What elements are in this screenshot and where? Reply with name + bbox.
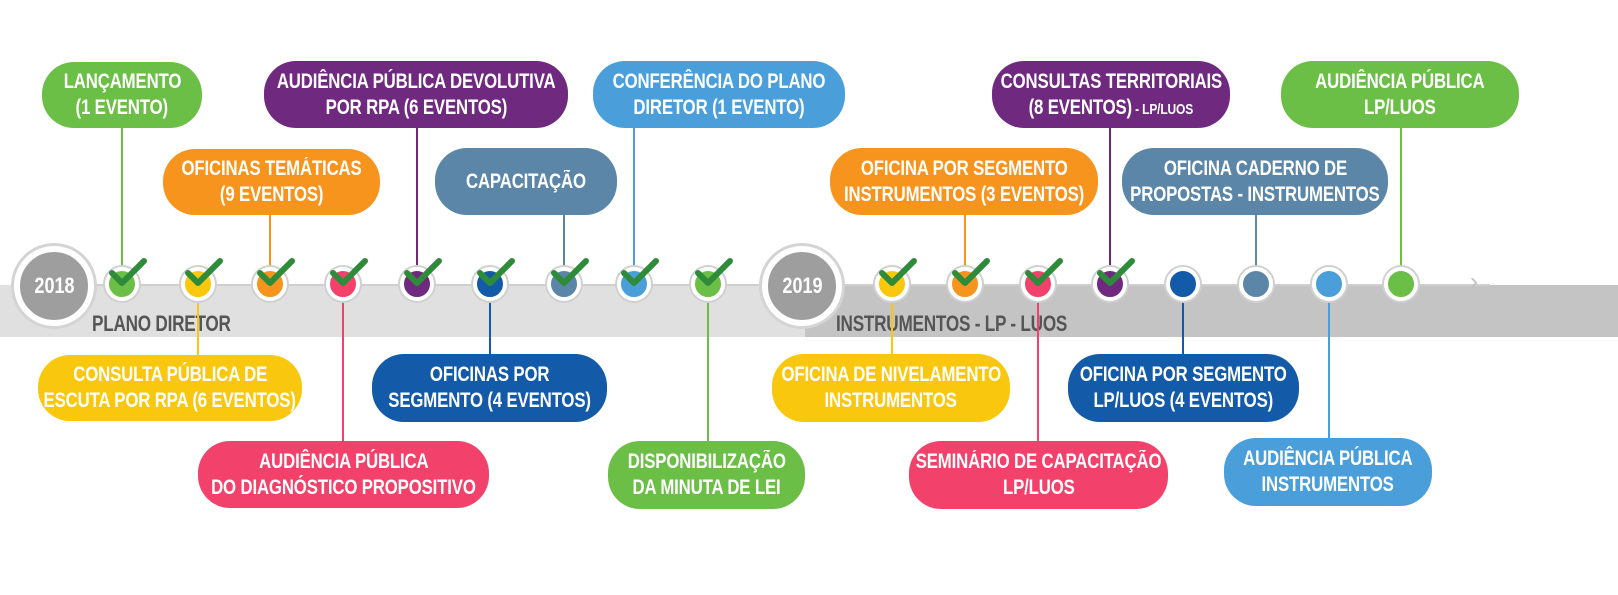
event-label-line: AUDIÊNCIA PÚBLICA DEVOLUTIVA (276, 69, 556, 93)
event-label-line: PROPOSTAS - INSTRUMENTOS (1130, 182, 1380, 206)
event-label-line: DO DIAGNÓSTICO PROPOSITIVO (211, 475, 476, 499)
checkmark-icon (108, 256, 148, 288)
event-label-line: SEMINÁRIO DE CAPACITAÇÃO (915, 450, 1162, 474)
event-connector (1109, 128, 1111, 284)
year-badge-2019: 2019 (762, 246, 842, 326)
event-label-line: INSTRUMENTOS (1261, 473, 1395, 496)
event-label-line: INSTRUMENTOS (3 EVENTOS) (843, 182, 1085, 206)
event-connector (1037, 284, 1039, 441)
checkmark-icon (256, 256, 296, 288)
event-label-line: POR RPA (6 EVENTOS) (325, 95, 507, 119)
event-label-line: AUDIÊNCIA PÚBLICA (1315, 69, 1485, 93)
event-label-line: DIRETOR (1 EVENTO) (633, 95, 805, 119)
event-label-line: (8 EVENTOS) - LP/LUOS (1028, 95, 1194, 119)
event-node (1239, 267, 1273, 301)
event-label-line: DISPONIBILIZAÇÃO (627, 450, 786, 474)
event-label-line: CONSULTAS TERRITORIAIS (1000, 69, 1222, 93)
checkmark-icon (184, 256, 224, 288)
event-label-line: LP/LUOS (4 EVENTOS) (1093, 389, 1274, 412)
event-connector (342, 284, 344, 441)
timeline-axis (20, 284, 1490, 286)
timeline-arrow-icon: › (1470, 268, 1478, 295)
event-connector (489, 284, 491, 354)
checkmark-icon (329, 256, 369, 288)
event-label-line: CAPACITAÇÃO (466, 169, 586, 193)
event-label-line: CONSULTA PÚBLICA DE (73, 363, 267, 387)
event-label-line: LP/LUOS (1364, 95, 1436, 119)
event-connector (1328, 284, 1330, 438)
event-connector (891, 284, 893, 354)
event-label-box: CONSULTAS TERRITORIAIS(8 EVENTOS) - LP/L… (992, 61, 1230, 128)
event-label-line: AUDIÊNCIA PÚBLICA (258, 449, 429, 473)
event-label-line: AUDIÊNCIA PÚBLICA (1243, 447, 1413, 471)
checkmark-icon (1096, 256, 1136, 288)
event-connector (964, 215, 966, 284)
event-connector (707, 284, 709, 441)
event-connector (1182, 284, 1184, 354)
checkmark-icon (694, 256, 734, 288)
phase-label-plano-diretor: PLANO DIRETOR (92, 311, 231, 336)
year-badge-2018: 2018 (14, 246, 94, 326)
event-label-box: LANÇAMENTO(1 EVENTO) (42, 62, 202, 128)
event-connector (1255, 215, 1257, 284)
checkmark-icon (878, 256, 918, 288)
event-node (1384, 267, 1418, 301)
event-label-line: CONFERÊNCIA DO PLANO (612, 69, 826, 93)
checkmark-icon (1024, 256, 1064, 288)
event-label-line: (9 EVENTOS) (219, 183, 324, 206)
event-connector (269, 215, 271, 284)
event-label-line: ESCUTA POR RPA (6 EVENTOS) (43, 389, 297, 412)
event-connector (416, 128, 418, 284)
event-node (1312, 267, 1346, 301)
event-label-line: SEGMENTO (4 EVENTOS) (388, 389, 591, 412)
event-connector (1400, 128, 1402, 284)
event-label-line: OFICINA POR SEGMENTO (860, 156, 1068, 180)
event-node (1166, 267, 1200, 301)
event-connector (563, 215, 565, 284)
event-connector (633, 128, 635, 284)
event-label-box: CAPACITAÇÃO (435, 148, 617, 215)
event-label-line: OFICINA POR SEGMENTO (1080, 363, 1287, 387)
event-label-line: (1 EVENTO) (75, 96, 169, 119)
phase-band-instrumentos (805, 285, 1618, 337)
event-label-line: OFICINAS POR (429, 363, 550, 387)
event-label-line: OFICINA DE NIVELAMENTO (781, 363, 1001, 387)
checkmark-icon (620, 256, 660, 288)
checkmark-icon (403, 256, 443, 288)
event-label-line: DA MINUTA DE LEI (632, 476, 781, 499)
event-label-box: OFICINAS TEMÁTICAS(9 EVENTOS) (163, 149, 380, 215)
event-connector (197, 284, 199, 355)
event-label-line: OFICINAS TEMÁTICAS (181, 157, 362, 181)
event-label-line: INSTRUMENTOS (824, 389, 958, 412)
event-label-line: OFICINA CADERNO DE (1163, 156, 1347, 180)
checkmark-icon (951, 256, 991, 288)
event-label-line: LANÇAMENTO (63, 70, 181, 94)
phase-label-instrumentos: INSTRUMENTOS - LP - LUOS (836, 311, 1068, 336)
checkmark-icon (550, 256, 590, 288)
checkmark-icon (476, 256, 516, 288)
event-connector (121, 128, 123, 284)
event-label-line: LP/LUOS (1002, 476, 1075, 499)
